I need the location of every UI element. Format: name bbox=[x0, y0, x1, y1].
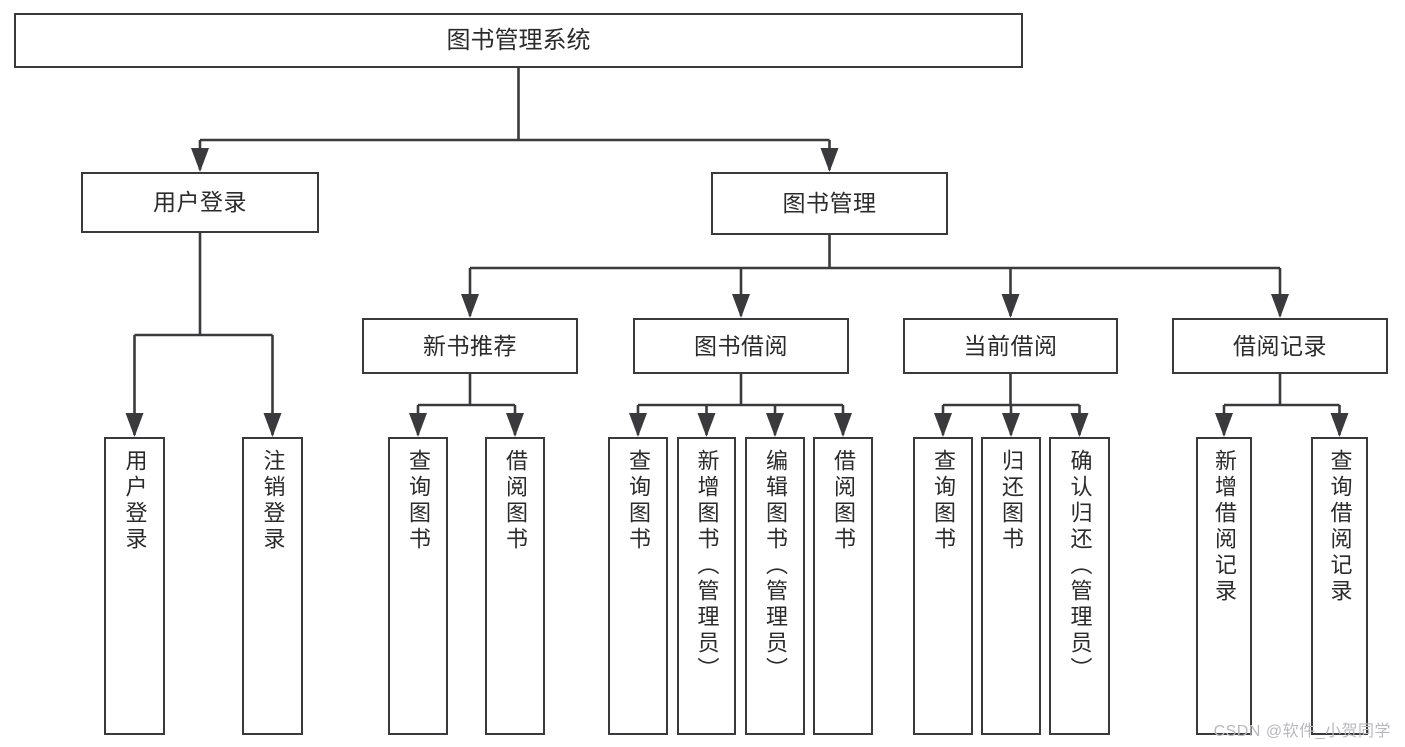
leaf-归还图书-label: 归还图书 bbox=[999, 449, 1024, 553]
node-book-borrow[interactable]: 图书借阅 bbox=[633, 318, 849, 374]
node-current-borrow[interactable]: 当前借阅 bbox=[903, 318, 1118, 374]
leaf-借阅图书-label: 借阅图书 bbox=[503, 449, 528, 553]
node-user-login-label: 用户登录 bbox=[153, 189, 247, 216]
leaf-借阅图书-label: 借阅图书 bbox=[831, 449, 856, 553]
leaf-查询图书[interactable]: 查询图书 bbox=[913, 437, 973, 735]
node-book-manage[interactable]: 图书管理 bbox=[711, 172, 948, 235]
leaf-确认归还管理员[interactable]: 确认归还（管理员） bbox=[1049, 437, 1110, 735]
leaf-查询图书-label: 查询图书 bbox=[626, 449, 651, 553]
leaf-查询图书-label: 查询图书 bbox=[931, 449, 956, 553]
leaf-用户登录[interactable]: 用户登录 bbox=[104, 437, 165, 735]
leaf-新增图书管理员-label: 新增图书（管理员） bbox=[694, 449, 720, 683]
leaf-新增借阅记录-label: 新增借阅记录 bbox=[1212, 449, 1237, 605]
leaf-编辑图书管理员-label: 编辑图书（管理员） bbox=[763, 449, 788, 683]
leaf-编辑图书管理员[interactable]: 编辑图书（管理员） bbox=[745, 437, 805, 735]
node-new-book-recommend-label: 新书推荐 bbox=[423, 332, 517, 359]
leaf-用户登录-label: 用户登录 bbox=[122, 449, 148, 553]
node-borrow-records-label: 借阅记录 bbox=[1233, 332, 1327, 359]
leaf-注销登录-label: 注销登录 bbox=[260, 449, 286, 553]
leaf-借阅图书[interactable]: 借阅图书 bbox=[813, 437, 873, 735]
leaf-查询借阅记录[interactable]: 查询借阅记录 bbox=[1311, 437, 1368, 735]
node-book-manage-label: 图书管理 bbox=[782, 190, 877, 217]
leaf-确认归还管理员-label: 确认归还（管理员） bbox=[1067, 449, 1093, 683]
node-new-book-recommend[interactable]: 新书推荐 bbox=[362, 318, 578, 374]
node-root-label: 图书管理系统 bbox=[446, 26, 591, 54]
leaf-查询图书[interactable]: 查询图书 bbox=[608, 437, 668, 735]
node-book-borrow-label: 图书借阅 bbox=[694, 332, 788, 359]
node-root[interactable]: 图书管理系统 bbox=[14, 13, 1023, 68]
leaf-新增图书管理员[interactable]: 新增图书（管理员） bbox=[677, 437, 736, 735]
leaf-查询图书-label: 查询图书 bbox=[406, 449, 431, 553]
leaf-注销登录[interactable]: 注销登录 bbox=[242, 437, 303, 735]
node-user-login[interactable]: 用户登录 bbox=[81, 172, 319, 233]
node-borrow-records[interactable]: 借阅记录 bbox=[1172, 318, 1388, 374]
watermark: CSDN @软件_小贺同学 bbox=[1213, 723, 1391, 740]
leaf-查询图书[interactable]: 查询图书 bbox=[388, 437, 448, 735]
leaf-借阅图书[interactable]: 借阅图书 bbox=[485, 437, 545, 735]
leaf-新增借阅记录[interactable]: 新增借阅记录 bbox=[1196, 437, 1252, 735]
leaf-查询借阅记录-label: 查询借阅记录 bbox=[1327, 449, 1353, 605]
leaf-归还图书[interactable]: 归还图书 bbox=[981, 437, 1041, 735]
node-current-borrow-label: 当前借阅 bbox=[963, 332, 1058, 359]
